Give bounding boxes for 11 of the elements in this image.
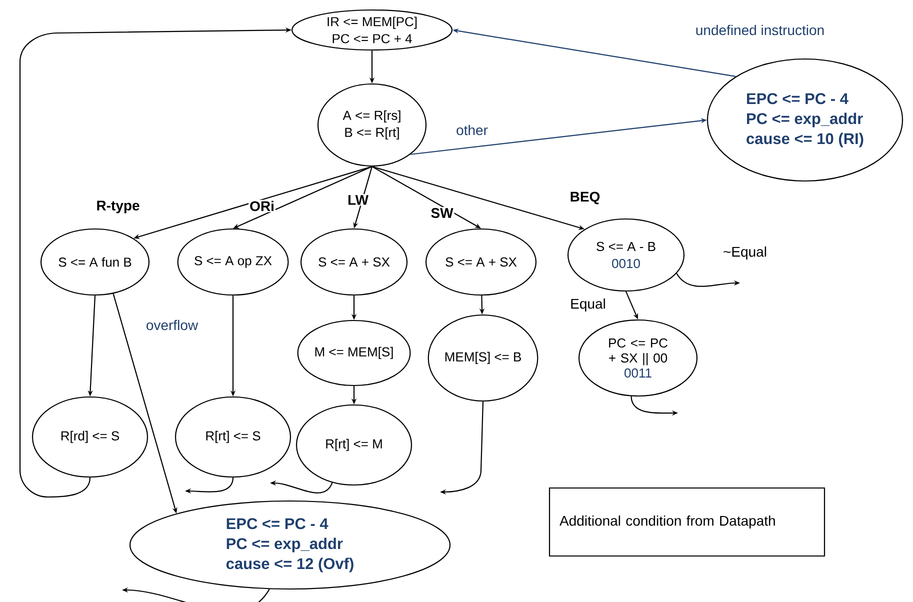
edge-label: Equal: [571, 298, 605, 312]
edge-label: BEQ: [570, 192, 600, 204]
edge-label: ORi: [250, 200, 274, 212]
edge-label: SW: [431, 208, 454, 218]
note-box: Additional condition from Datapath: [548, 487, 826, 557]
condition-label: overflow: [146, 320, 198, 330]
edge-label: R-type: [97, 200, 140, 214]
edge-label: other: [456, 124, 488, 136]
edge-label: LW: [348, 195, 368, 205]
edge-label: undefined instruction: [696, 24, 824, 36]
edge-label: ~Equal: [724, 246, 766, 260]
